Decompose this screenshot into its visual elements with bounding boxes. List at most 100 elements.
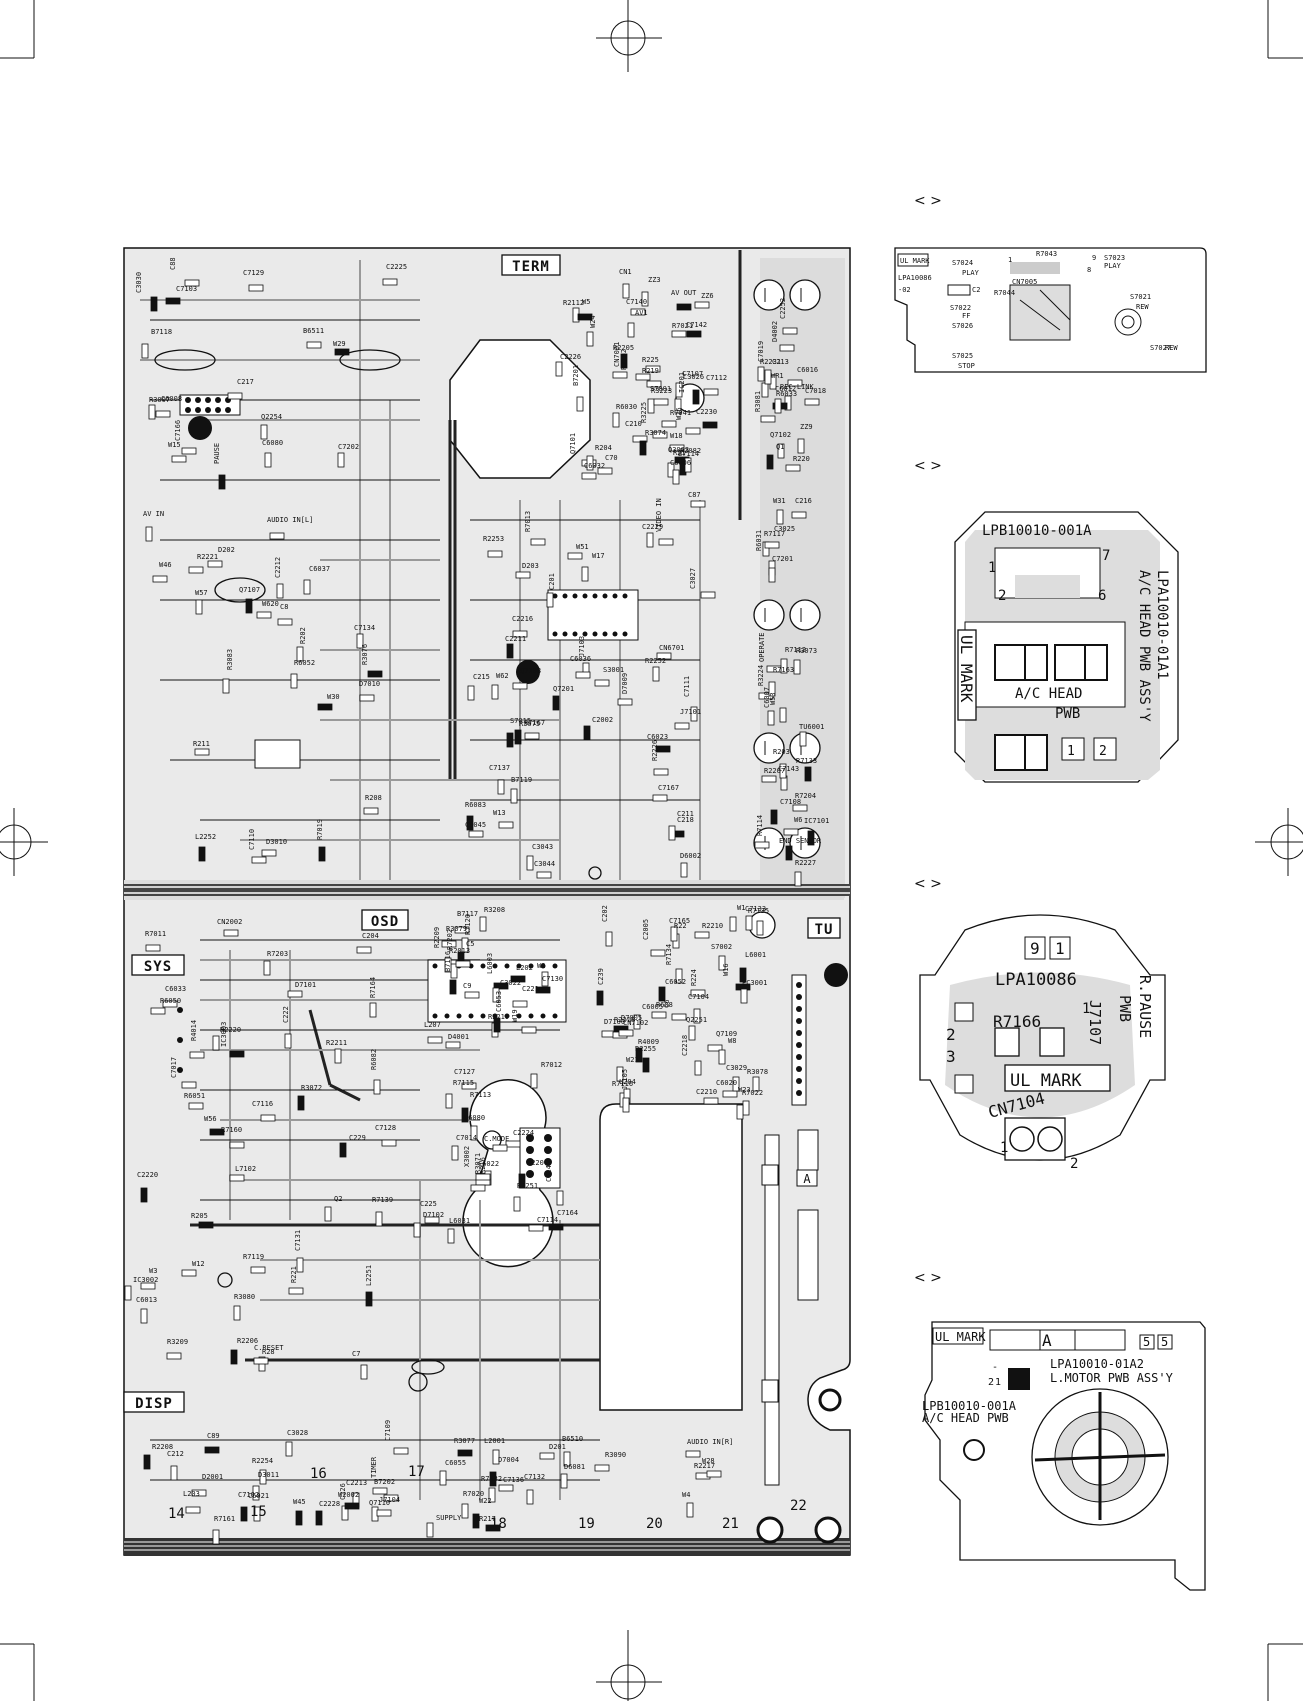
component-ref-label: W53 xyxy=(769,692,777,705)
component-ref-label: W21 xyxy=(626,1056,639,1064)
component-body xyxy=(287,990,303,998)
component-body xyxy=(269,532,285,540)
component-body xyxy=(797,438,805,454)
pin-number-18: 18 xyxy=(490,1516,507,1532)
svg-text:R7166: R7166 xyxy=(993,1012,1041,1031)
component-ref-label: C7133 xyxy=(745,905,766,913)
component-body xyxy=(560,1473,568,1489)
component-body xyxy=(767,710,775,726)
svg-text:S7023: S7023 xyxy=(1104,254,1125,262)
component-body xyxy=(383,1494,399,1502)
component-body xyxy=(694,1060,702,1076)
panel-3-bracket: < > xyxy=(914,876,942,892)
component-body xyxy=(259,1469,267,1485)
svg-text:S7022: S7022 xyxy=(950,304,971,312)
svg-text:8: 8 xyxy=(1087,266,1091,274)
component-body xyxy=(645,365,661,373)
component-ref-label: C2230 xyxy=(696,408,717,416)
component-body xyxy=(616,1066,624,1082)
component-ref-label: C7104 xyxy=(688,993,709,1001)
component-ref-label: J7104 xyxy=(379,1496,400,1504)
svg-text:PLAY: PLAY xyxy=(962,269,980,277)
component-body xyxy=(140,1282,156,1290)
component-body xyxy=(764,541,780,549)
component-body xyxy=(393,1447,409,1455)
svg-text:CN7005: CN7005 xyxy=(1012,278,1037,286)
component-body xyxy=(793,659,801,675)
component-ref-label: ZZ9 xyxy=(800,423,813,431)
component-ref-label: R219 xyxy=(642,367,659,375)
component-ref-label: R7163 xyxy=(773,666,794,674)
component-ref-label: L202 xyxy=(516,964,533,972)
component-body xyxy=(703,1097,719,1105)
component-ref-label: C7112 xyxy=(706,374,727,382)
component-ref-label: R3224 xyxy=(757,665,765,686)
component-ref-label: C2228 xyxy=(319,1500,340,1508)
component-body xyxy=(779,344,795,352)
component-body xyxy=(479,916,487,932)
component-ref-label: R4009 xyxy=(638,1038,659,1046)
component-ref-label: AV1 xyxy=(635,309,648,317)
component-ref-label: D3010 xyxy=(266,838,287,846)
component-ref-label: R2252 xyxy=(645,657,666,665)
component-ref-label: R3090 xyxy=(605,1451,626,1459)
svg-text:LPB10010-001A: LPB10010-001A xyxy=(922,1399,1017,1413)
component-body xyxy=(439,1470,447,1486)
component-body xyxy=(492,1144,508,1152)
component-body xyxy=(620,353,628,369)
component-body xyxy=(285,1441,293,1457)
component-ref-label: R7160 xyxy=(221,1126,242,1134)
component-ref-label: R7021 xyxy=(672,322,693,330)
component-ref-label: C3025 xyxy=(774,525,795,533)
component-body xyxy=(492,987,500,1003)
component-ref-label: C7165 xyxy=(669,917,690,925)
pin-number-17: 17 xyxy=(408,1464,425,1480)
svg-text:9: 9 xyxy=(1030,939,1040,958)
svg-text:STOP: STOP xyxy=(958,362,975,370)
component-body xyxy=(194,748,210,756)
component-ref-label: W31 xyxy=(773,497,786,505)
component-ref-label: R7161 xyxy=(214,1515,235,1523)
component-ref-label: R220 xyxy=(793,455,810,463)
component-ref-label: L2252 xyxy=(195,833,216,841)
component-ref-label: C2213 xyxy=(346,1479,367,1487)
component-body xyxy=(413,1222,421,1238)
component-ref-label: C3027 xyxy=(689,568,697,589)
component-ref-label: VIDEO IN xyxy=(655,498,663,532)
component-body xyxy=(794,871,802,887)
component-ref-label: C3029 xyxy=(726,1064,747,1072)
panel-1-ul-mark: UL MARK xyxy=(900,257,930,265)
component-body xyxy=(212,1035,220,1051)
component-body xyxy=(251,856,267,864)
component-ref-label: C7130 xyxy=(542,975,563,983)
component-ref-label: R2255 xyxy=(635,1045,656,1053)
component-ref-label: R7116 xyxy=(612,1080,633,1088)
component-ref-label: R3079 xyxy=(446,925,467,933)
svg-text:LPA10010-01A1: LPA10010-01A1 xyxy=(1154,570,1170,680)
component-ref-label: C211 xyxy=(677,810,694,818)
component-body xyxy=(230,1349,238,1365)
component-ref-label: W6 xyxy=(794,816,802,824)
component-ref-label: R3078 xyxy=(747,1068,768,1076)
svg-text:R.PAUSE: R.PAUSE xyxy=(1136,975,1154,1038)
component-body xyxy=(461,1107,469,1123)
component-body xyxy=(457,1449,473,1457)
panel-4-ul-mark: UL MARK xyxy=(935,1330,986,1344)
component-body xyxy=(760,415,776,423)
component-ref-label: R204 xyxy=(595,444,612,452)
component-body xyxy=(635,373,651,381)
component-ref-label: C2210 xyxy=(696,1088,717,1096)
svg-text:1: 1 xyxy=(1055,939,1065,958)
component-ref-label: C7102 xyxy=(238,1491,259,1499)
component-ref-label: W56 xyxy=(204,1115,217,1123)
connector-a-label: A xyxy=(803,1172,811,1186)
component-body xyxy=(668,825,676,841)
svg-text:FF: FF xyxy=(962,312,970,320)
component-body xyxy=(685,427,701,435)
component-body xyxy=(334,348,350,356)
component-body xyxy=(535,986,551,994)
component-ref-label: R7117 xyxy=(764,530,785,538)
component-body xyxy=(777,443,785,459)
component-ref-label: R2211 xyxy=(326,1039,347,1047)
component-body xyxy=(528,1224,544,1232)
